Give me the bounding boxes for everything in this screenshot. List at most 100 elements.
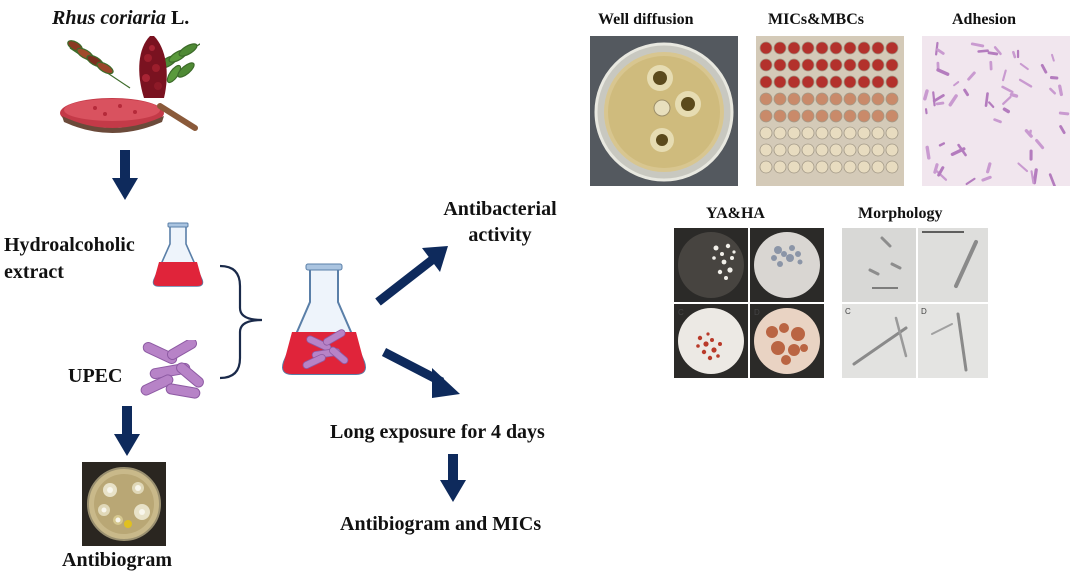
microplate-well — [801, 41, 815, 55]
plant-author: L. — [165, 7, 190, 29]
microplate-well — [759, 109, 773, 123]
extract-label: Hydroalcoholic extract — [4, 234, 135, 283]
stained-bacterium — [1024, 129, 1033, 138]
stained-bacterium — [1009, 92, 1019, 98]
microplate-well — [885, 92, 899, 106]
microplate-well — [773, 143, 787, 157]
ya-ha-panel-b — [750, 228, 824, 302]
stained-bacterium — [993, 118, 1002, 124]
stained-bacterium — [1002, 95, 1012, 105]
ya-ha-panel-c: C — [674, 304, 748, 378]
stained-bacterium — [935, 101, 945, 106]
microplate-well — [829, 58, 843, 72]
stained-bacterium — [1049, 87, 1057, 95]
microplate-well — [843, 109, 857, 123]
microplate-well — [815, 126, 829, 140]
microplate-well — [787, 126, 801, 140]
microplate-well — [857, 92, 871, 106]
microplate-well — [759, 92, 773, 106]
stained-bacterium — [1035, 138, 1045, 150]
microplate-well — [871, 109, 885, 123]
treatment-flask-icon — [278, 262, 370, 380]
stained-bacterium — [1002, 107, 1010, 114]
microplate-well — [857, 109, 871, 123]
bacteria-label: UPEC — [68, 365, 123, 387]
stained-bacterium — [1017, 162, 1029, 173]
microplate-well — [843, 75, 857, 89]
microplate-well — [759, 75, 773, 89]
microplate-well — [885, 143, 899, 157]
stained-bacterium — [953, 81, 960, 87]
ya-ha-title: YA&HA — [706, 205, 765, 222]
stained-bacterium — [937, 166, 945, 177]
microplate-well — [815, 58, 829, 72]
microplate-well — [801, 126, 815, 140]
antibiogram-label: Antibiogram — [62, 549, 172, 571]
arrow-down-3 — [114, 406, 140, 458]
microplate-well — [759, 126, 773, 140]
after-exposure-label: Antibiogram and MICs — [340, 513, 542, 535]
microplate-well — [759, 143, 773, 157]
long-exposure-label: Long exposure for 4 days — [330, 421, 545, 443]
arrow-to-long-exposure — [380, 346, 464, 402]
microplate-well — [801, 75, 815, 89]
panel-letter-c: C — [678, 308, 684, 317]
stained-bacterium — [925, 145, 931, 160]
plant-title: Rhus coriaria L. — [52, 6, 189, 30]
microplate-well — [829, 143, 843, 157]
stained-bacterium — [1048, 173, 1056, 186]
microplate-well — [871, 160, 885, 174]
antibacterial-activity-label: Antibacterial activity — [443, 198, 557, 246]
stained-bacterium — [948, 94, 958, 107]
microplate-well — [843, 58, 857, 72]
microplate-well — [871, 75, 885, 89]
mic-plate-image — [756, 36, 904, 186]
sumac-leaves — [67, 40, 200, 89]
arrow-down-1 — [112, 150, 138, 202]
morphology-panel-a — [842, 228, 916, 302]
microplate-well — [857, 41, 871, 55]
microplate-well — [829, 126, 843, 140]
microplate-well — [815, 75, 829, 89]
wooden-stick — [157, 103, 198, 131]
stained-bacterium — [1012, 50, 1017, 59]
stained-bacterium — [923, 89, 929, 101]
antibiogram-plate-image — [82, 462, 166, 546]
microplate-well — [759, 41, 773, 55]
microplate-well — [857, 160, 871, 174]
stained-bacterium — [988, 101, 995, 109]
stained-bacterium — [924, 108, 928, 115]
panel-letter-c-morph: C — [845, 307, 851, 316]
microplate-well — [843, 126, 857, 140]
microplate-well — [787, 143, 801, 157]
microplate-well — [885, 58, 899, 72]
mics-mbcs-title: MICs&MBCs — [768, 11, 864, 28]
microplate-well — [829, 75, 843, 89]
stained-bacterium — [977, 49, 989, 53]
microplate-well — [829, 41, 843, 55]
microplate-well — [773, 92, 787, 106]
microplate-well — [787, 109, 801, 123]
microplate-well — [773, 126, 787, 140]
morphology-panel-d: D — [918, 304, 988, 378]
plant-species-name: Rhus coriaria — [52, 7, 166, 29]
microplate-well — [801, 92, 815, 106]
microplate-well — [773, 109, 787, 123]
morphology-title: Morphology — [858, 205, 943, 222]
stained-bacterium — [1019, 62, 1029, 71]
morphology-panel-c: C — [842, 304, 916, 378]
microplate-well — [857, 126, 871, 140]
microplate-well — [871, 143, 885, 157]
microplate-well — [773, 160, 787, 174]
panel-letter-d-morph: D — [921, 307, 927, 316]
microplate-well — [871, 126, 885, 140]
microplate-well — [829, 109, 843, 123]
stained-bacterium — [981, 175, 992, 182]
microplate-well — [857, 58, 871, 72]
microplate-well — [885, 126, 899, 140]
morphology-panel-b — [918, 228, 988, 302]
stained-bacterium — [932, 94, 945, 103]
microplate-well — [843, 160, 857, 174]
microplate-well — [857, 143, 871, 157]
stained-bacterium — [938, 142, 946, 147]
